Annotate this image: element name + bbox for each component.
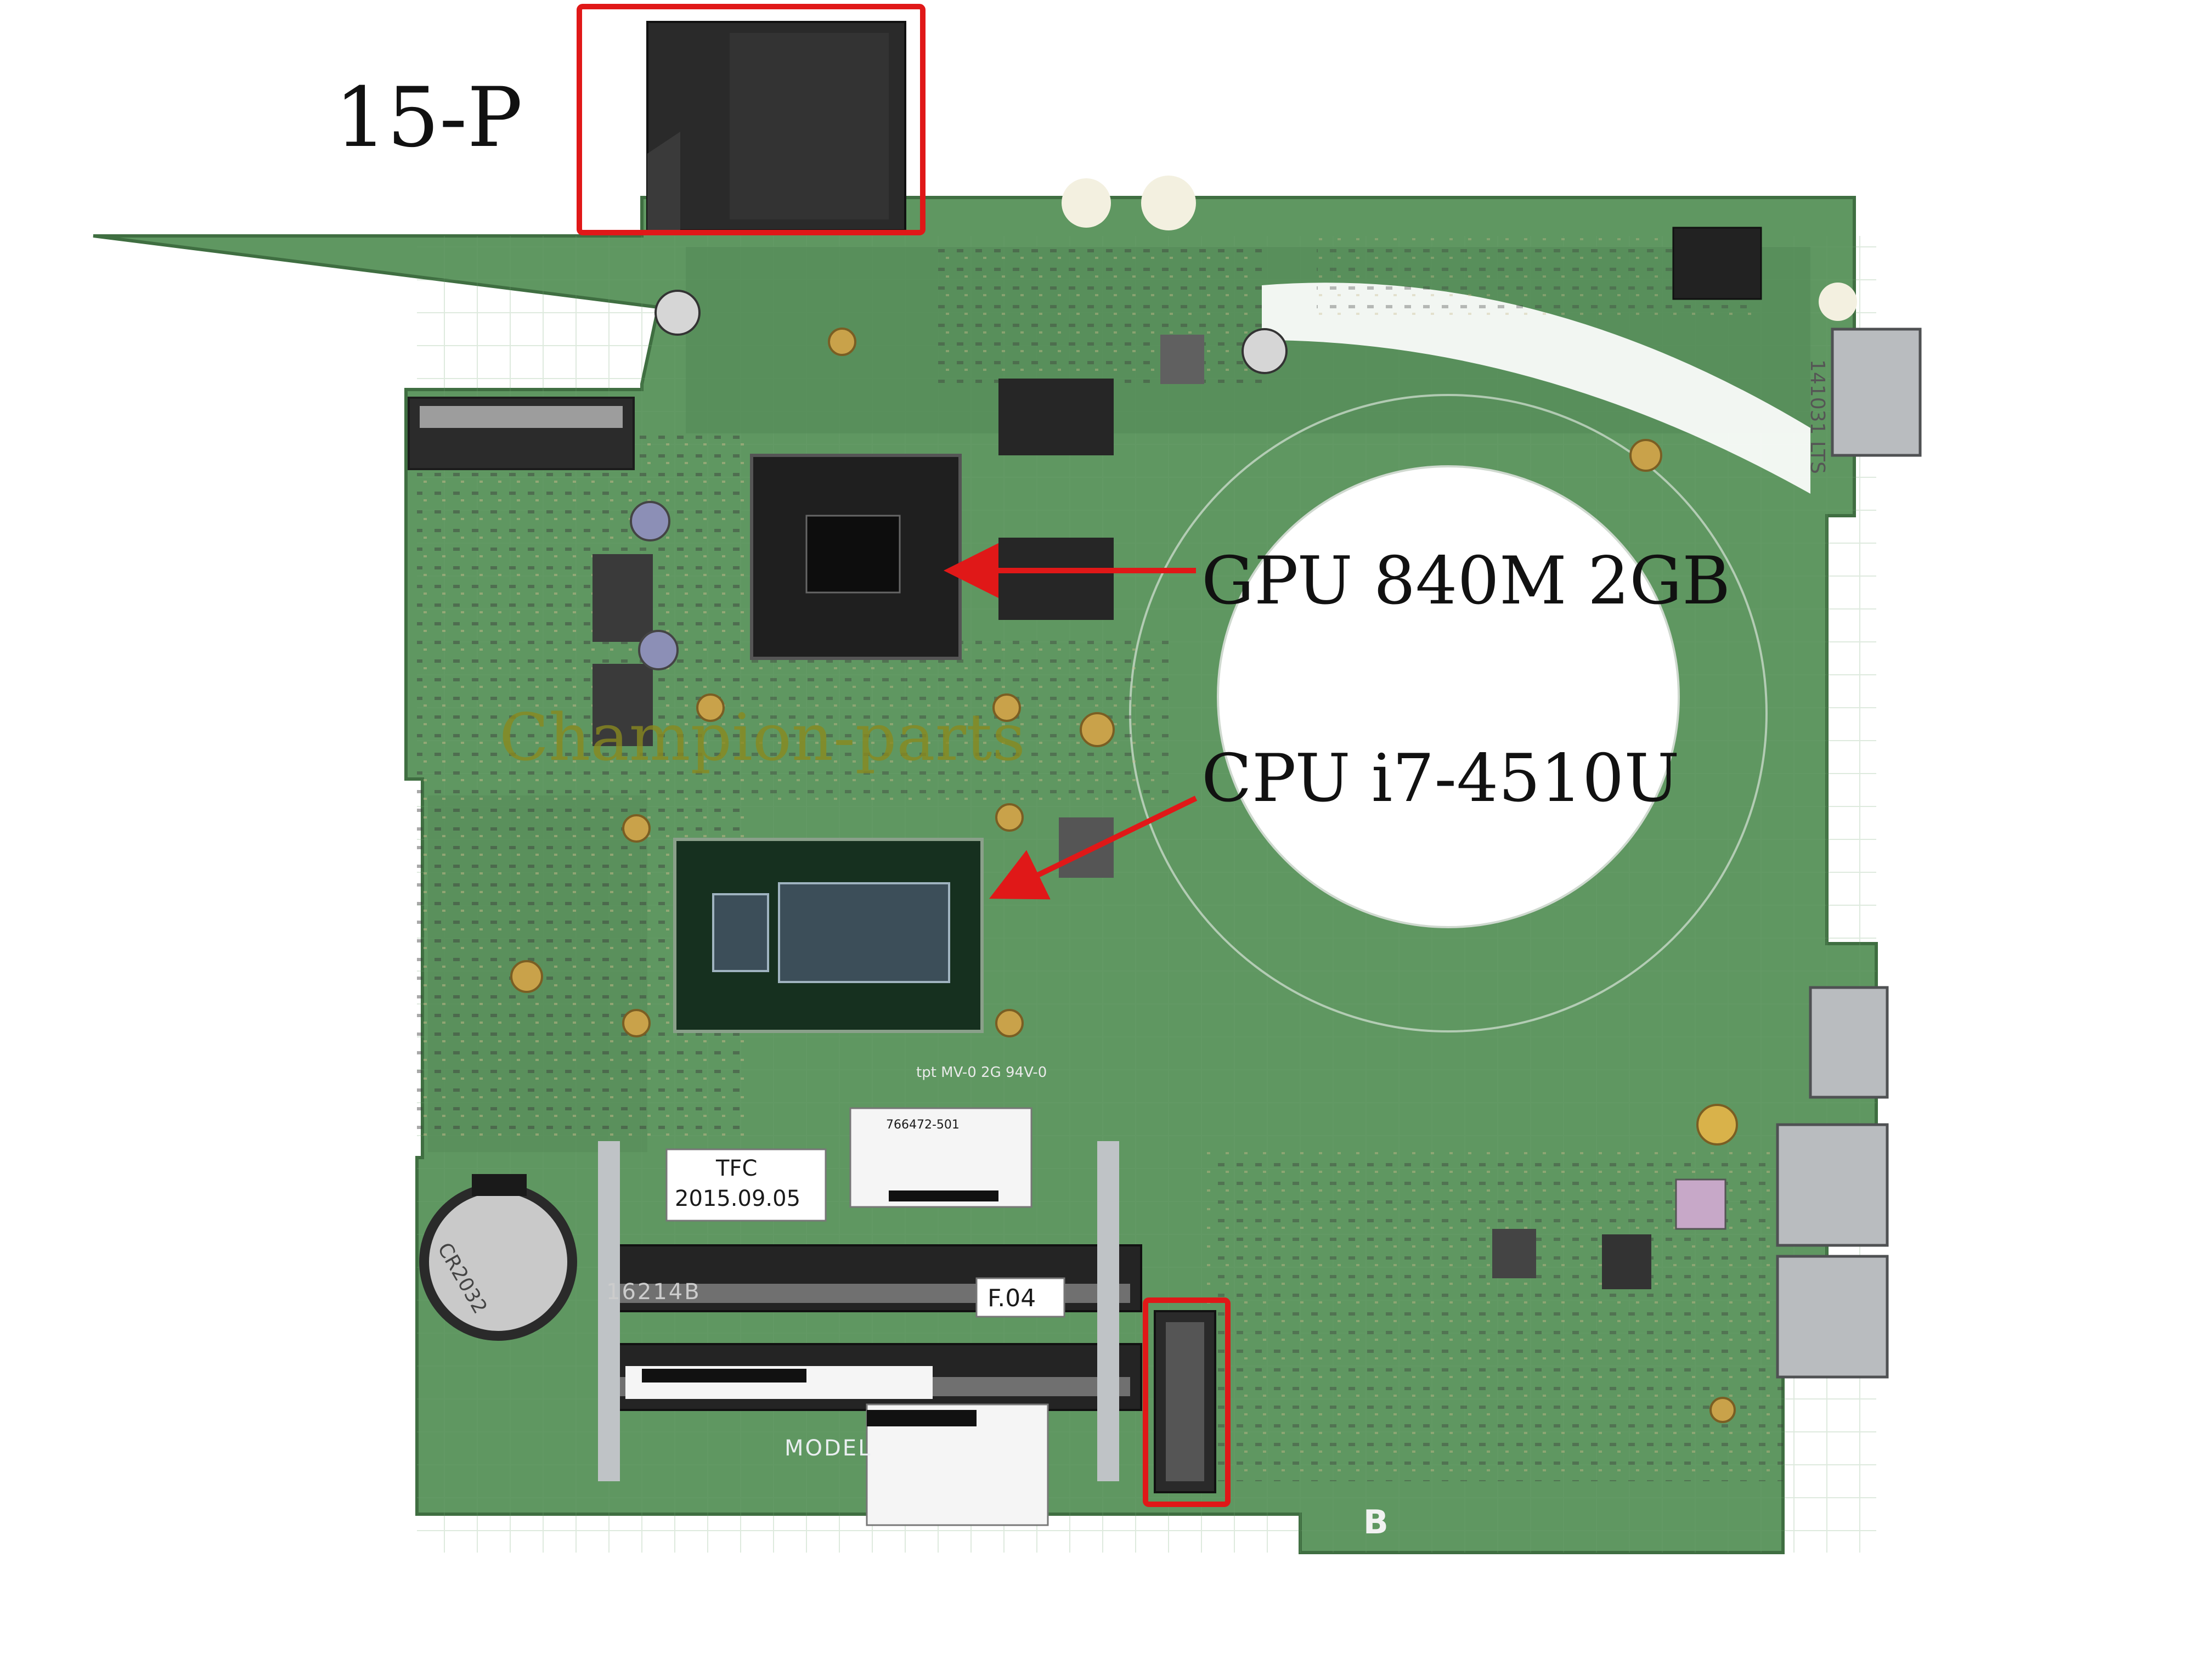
center-lower-connector-box [1143,1297,1231,1507]
gpu-substrate [750,454,962,660]
fan-connector [1672,227,1762,300]
usb-port-2 [1776,1123,1889,1247]
gpu-die [805,515,901,594]
top-power-jack-box [577,4,926,235]
vram-chip-2 [998,538,1114,620]
tfc-sticker [665,1148,827,1222]
tfc-date: 2015.09.05 [675,1186,801,1211]
model-label: 15-P [335,70,523,166]
watermark: Champion-parts [499,699,1025,775]
cpu-label: CPU i7-4510U [1201,741,1680,817]
gpu-label: GPU 840M 2GB [1201,543,1731,619]
usb-port-3 [1776,1255,1889,1379]
f04-sticker [975,1277,1065,1318]
cpu-die-main [778,882,950,983]
side-mark: B [1363,1503,1389,1542]
cpu-arrow [989,795,1198,900]
usb-port-1 [1809,986,1889,1099]
usb-port-code: 141031 LTS [1806,359,1829,474]
part-number: 766472-501 [886,1118,960,1132]
fab-code: tpt MV-0 2G 94V-0 [916,1064,1047,1081]
cpu-die-pch [712,893,769,972]
usb-port-top [1831,328,1922,457]
vram-chip-1 [998,379,1114,455]
revision-tag: F.04 [988,1284,1036,1312]
ram-slot-code: 16214B [606,1279,701,1305]
tfc-label: TFC [716,1156,758,1181]
model-silkscreen: MODEL [785,1436,872,1461]
fan-hole [1217,465,1680,928]
